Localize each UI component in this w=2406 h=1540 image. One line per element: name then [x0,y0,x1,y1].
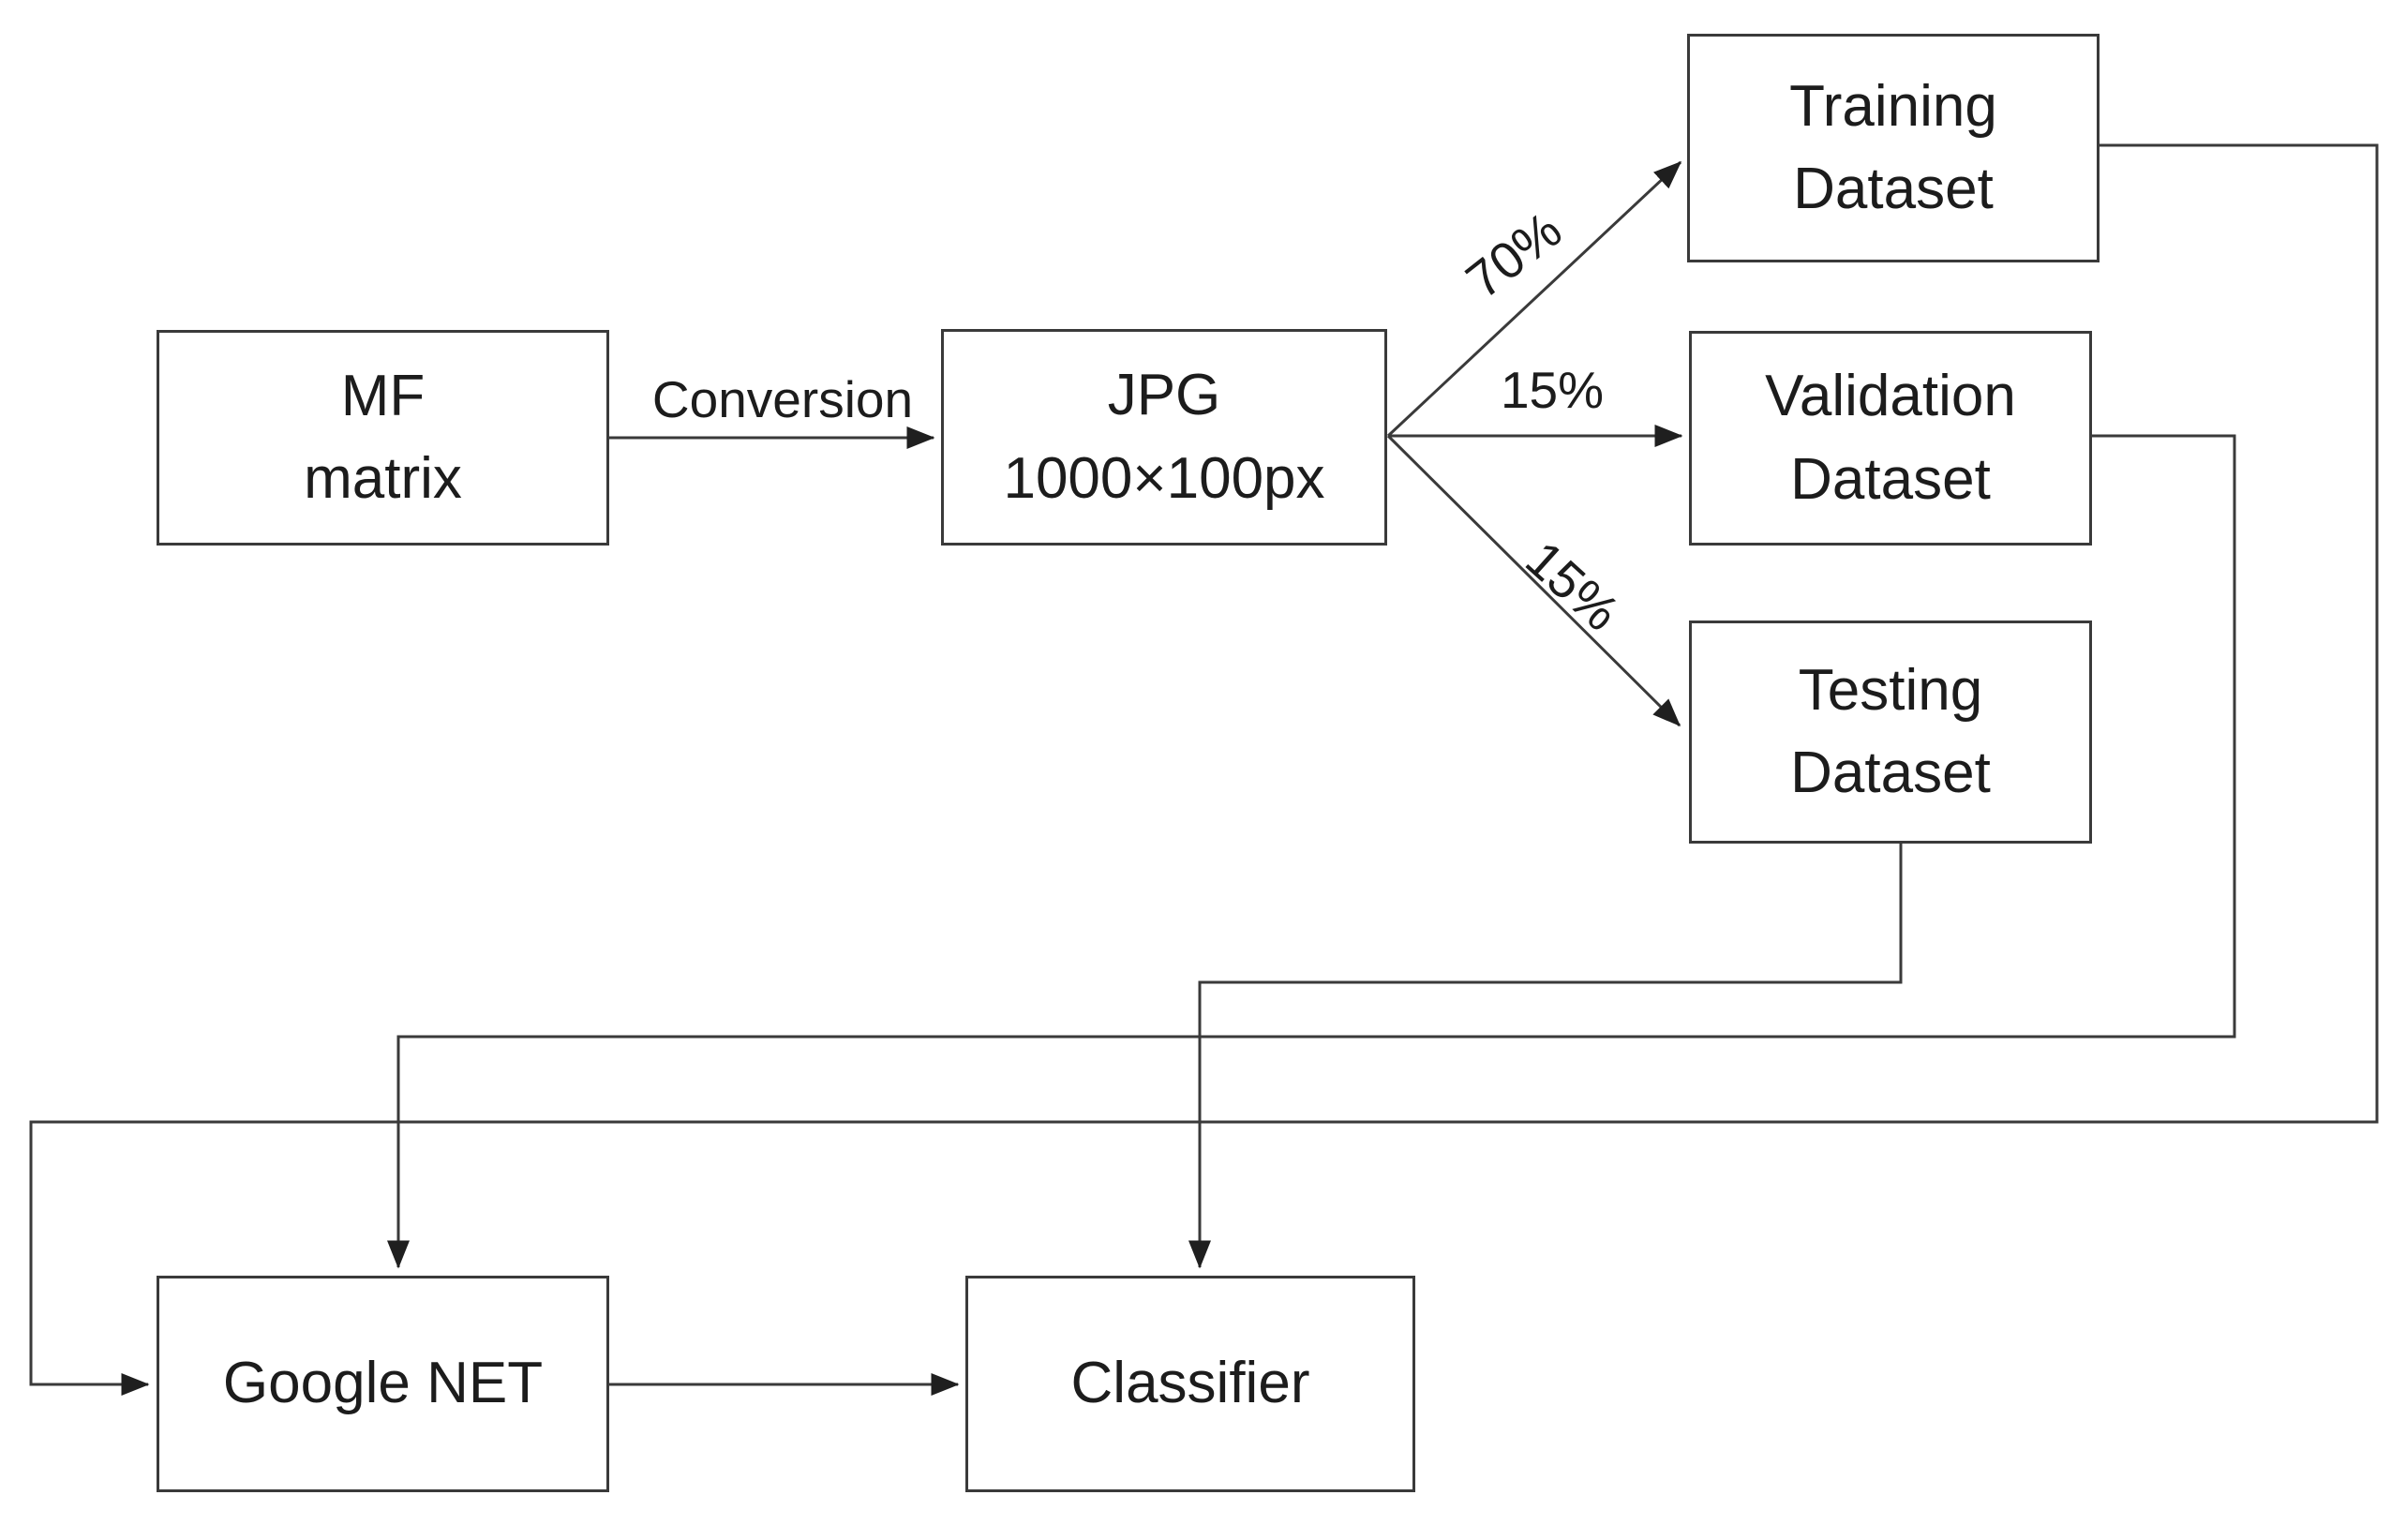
node-jpg-label-line2: 1000×100px [1003,445,1325,511]
connector-validation-to-googlenet [387,434,2236,1269]
node-jpg-label-line1: JPG [1107,363,1221,428]
node-training-label-line2: Dataset [1793,157,1994,221]
connector-testing-to-classifier [1188,844,1903,1269]
connector-70pct-training [1386,160,1682,438]
node-training-label-line1: Training [1789,73,1997,139]
connector-training-to-googlenet [29,143,2379,1396]
node-classifier: Classifier [965,1276,1415,1492]
node-mf-matrix-label-line2: matrix [304,446,462,511]
node-mf-matrix: MF matrix [157,330,609,546]
node-validation-dataset: Validation Dataset [1689,331,2092,546]
node-testing-label-line1: Testing [1798,657,1983,723]
node-classifier-label: Classifier [1070,1351,1310,1416]
node-validation-label-line2: Dataset [1790,446,1991,512]
connector-15pct-testing [1386,434,1681,727]
node-validation-label-line1: Validation [1765,364,2016,429]
edge-label-15pct-validation: 15% [1500,361,1605,419]
node-jpg: JPG 1000×100px [941,329,1387,546]
node-training-dataset: Training Dataset [1687,34,2100,262]
node-google-net-label: Google NET [222,1351,544,1416]
node-testing-label-line2: Dataset [1790,740,1991,805]
node-testing-dataset: Testing Dataset [1689,620,2092,844]
node-google-net: Google NET [157,1276,609,1492]
edge-label-conversion: Conversion [651,370,914,428]
node-mf-matrix-label-line1: MF [340,363,426,428]
